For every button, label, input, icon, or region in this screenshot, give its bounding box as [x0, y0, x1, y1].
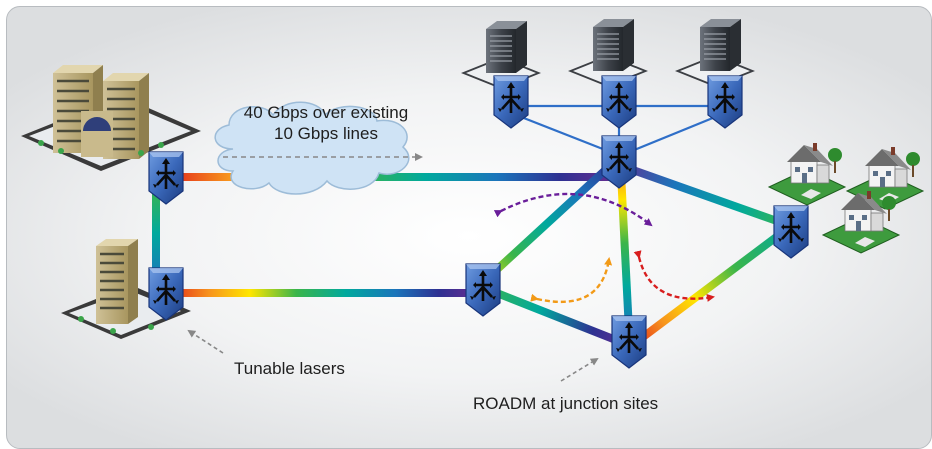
roadm-node-icon	[706, 74, 744, 130]
tunable-lasers-callout-arrow	[187, 329, 224, 354]
roadm-node-icon	[772, 204, 810, 260]
roadm-node-icon	[464, 262, 502, 318]
cloud-caption: 40 Gbps over existing 10 Gbps lines	[203, 102, 449, 144]
roadm-node-icon	[610, 314, 648, 370]
fiber-link-hub-to-bottom-roadm	[617, 172, 633, 332]
fiber-link-hub-to-east-node	[611, 159, 793, 230]
red-reroute-arrow	[633, 250, 715, 302]
house-icon	[822, 190, 900, 254]
office-campus-icon	[21, 65, 201, 171]
tunable-lasers-label: Tunable lasers	[234, 359, 345, 378]
house-icon	[768, 142, 846, 206]
network-diagram	[21, 18, 924, 382]
cloud-caption-line-2: 10 Gbps lines	[274, 124, 378, 143]
datacenter-link-left	[510, 111, 614, 155]
purple-reroute-arrow	[493, 192, 653, 227]
orange-reroute-arrow	[530, 257, 613, 304]
cloud-icon	[214, 101, 410, 195]
roadm-label: ROADM at junction sites	[473, 394, 659, 413]
cloud-caption-line-1: 40 Gbps over existing	[243, 103, 409, 122]
diagram-frame: 40 Gbps over existing 10 Gbps lines Tuna…	[6, 6, 932, 449]
roadm-node-icon	[492, 74, 530, 130]
roadm-node-icon	[600, 74, 638, 130]
fiber-link-left-to-bottom-roadm	[477, 282, 633, 350]
datacenter-link-right	[626, 111, 726, 155]
roadm-callout-arrow	[560, 357, 599, 382]
